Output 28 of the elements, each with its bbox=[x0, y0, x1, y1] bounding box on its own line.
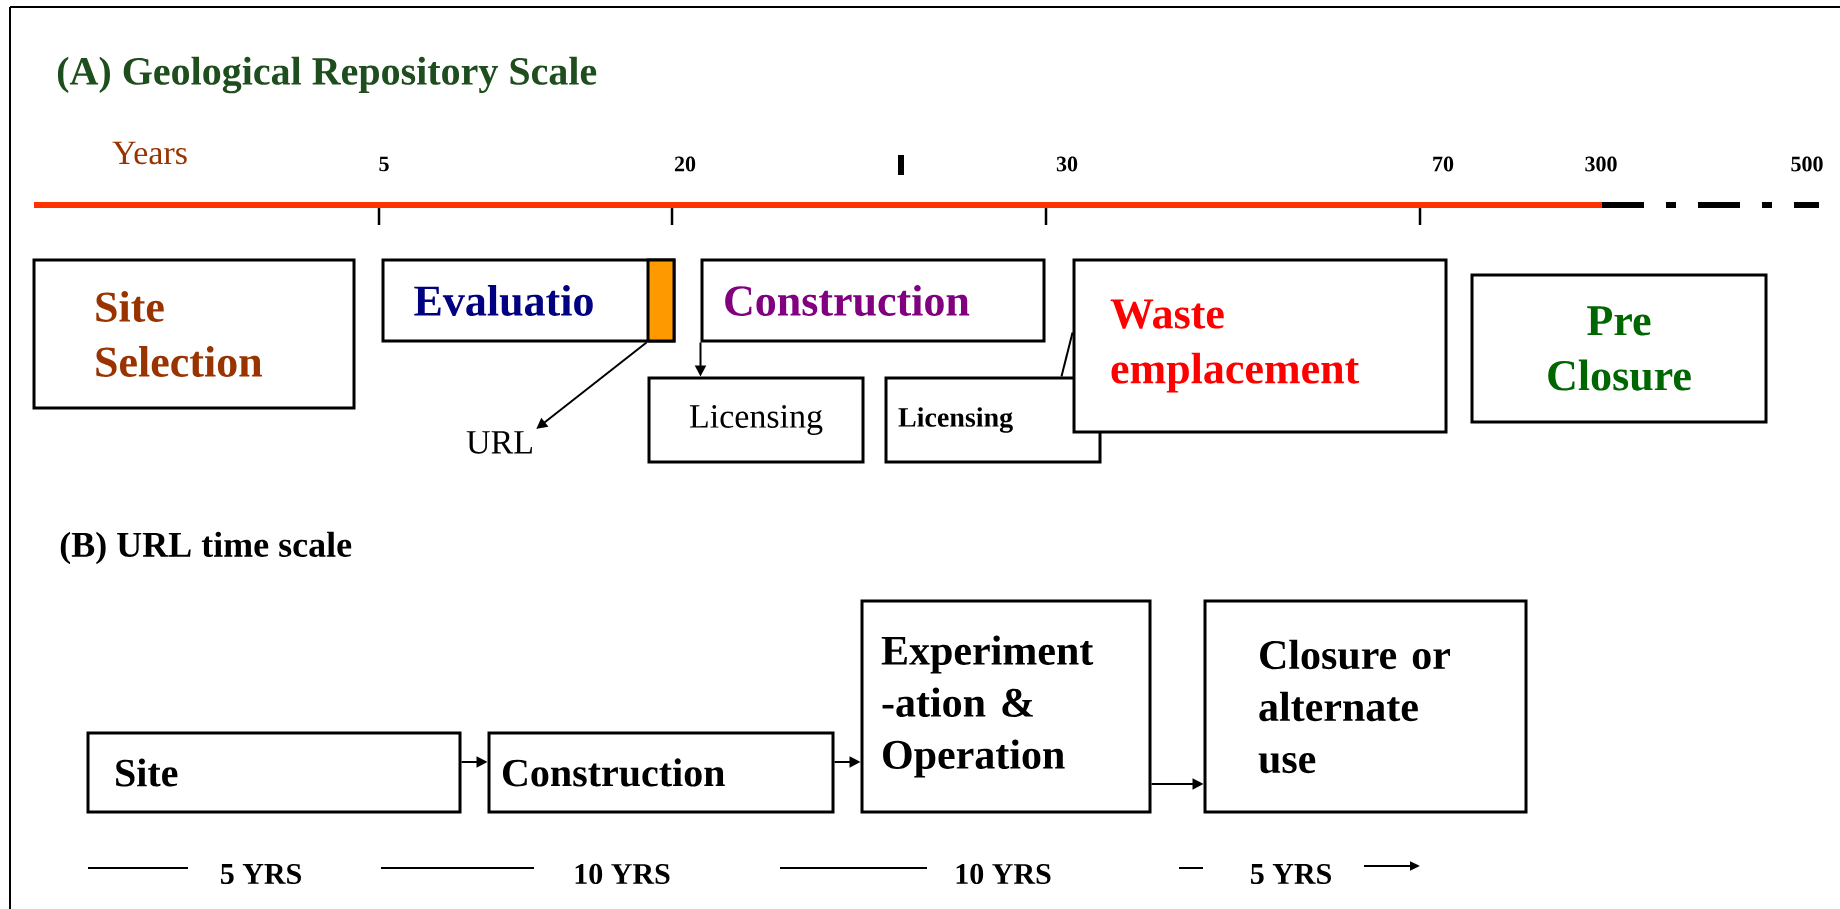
leader-line bbox=[536, 341, 648, 429]
duration-label: 10 YRS bbox=[575, 863, 670, 885]
tick-label: 500 bbox=[1791, 156, 1823, 172]
stage-box: Construction bbox=[700, 258, 1046, 343]
tick-label: 20 bbox=[674, 156, 696, 172]
duration-label: 10 YRS bbox=[956, 863, 1051, 885]
stage-box: Site Selection bbox=[32, 258, 356, 410]
stage-box: Pre Closure bbox=[1470, 273, 1768, 424]
duration-label: 5 YRS bbox=[220, 863, 301, 885]
tick-label: 300 bbox=[1585, 156, 1617, 172]
duration-label: 5 YRS bbox=[1250, 863, 1331, 885]
url-text: URL bbox=[466, 431, 532, 454]
section-heading: (B) URL time scale bbox=[60, 531, 352, 565]
stage-box: Waste emplacement bbox=[1072, 258, 1448, 434]
leader-line bbox=[1060, 331, 1074, 378]
tick-label: 5 bbox=[379, 156, 389, 172]
tick-label: 30 bbox=[1056, 156, 1078, 172]
phase-box: Closure or alternate use bbox=[1203, 599, 1528, 814]
marker-bar bbox=[646, 258, 676, 343]
stage-box: Evaluatio bbox=[381, 258, 676, 343]
licensing-box: Licensing bbox=[647, 376, 865, 464]
phase-box: Site bbox=[86, 731, 462, 814]
phase-box: Construction bbox=[487, 731, 835, 814]
tick-label: 70 bbox=[1433, 156, 1454, 172]
phase-box: Experiment -ation & Operation bbox=[860, 599, 1152, 814]
diagram-title: (A) Geological Repository Scale bbox=[57, 56, 597, 94]
licensing-box: Licensing bbox=[884, 376, 1102, 464]
axis-title: Years bbox=[112, 141, 187, 165]
